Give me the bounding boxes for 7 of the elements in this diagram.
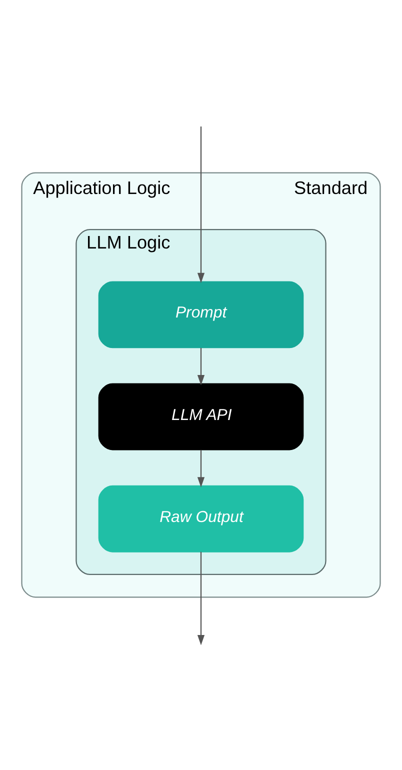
arrow <box>197 348 205 386</box>
arrow <box>197 450 205 488</box>
node-box: Prompt <box>98 281 304 348</box>
node-box: LLM API <box>98 383 304 450</box>
arrow <box>197 126 205 284</box>
arrow <box>197 552 205 646</box>
node-box: Raw Output <box>98 485 304 552</box>
